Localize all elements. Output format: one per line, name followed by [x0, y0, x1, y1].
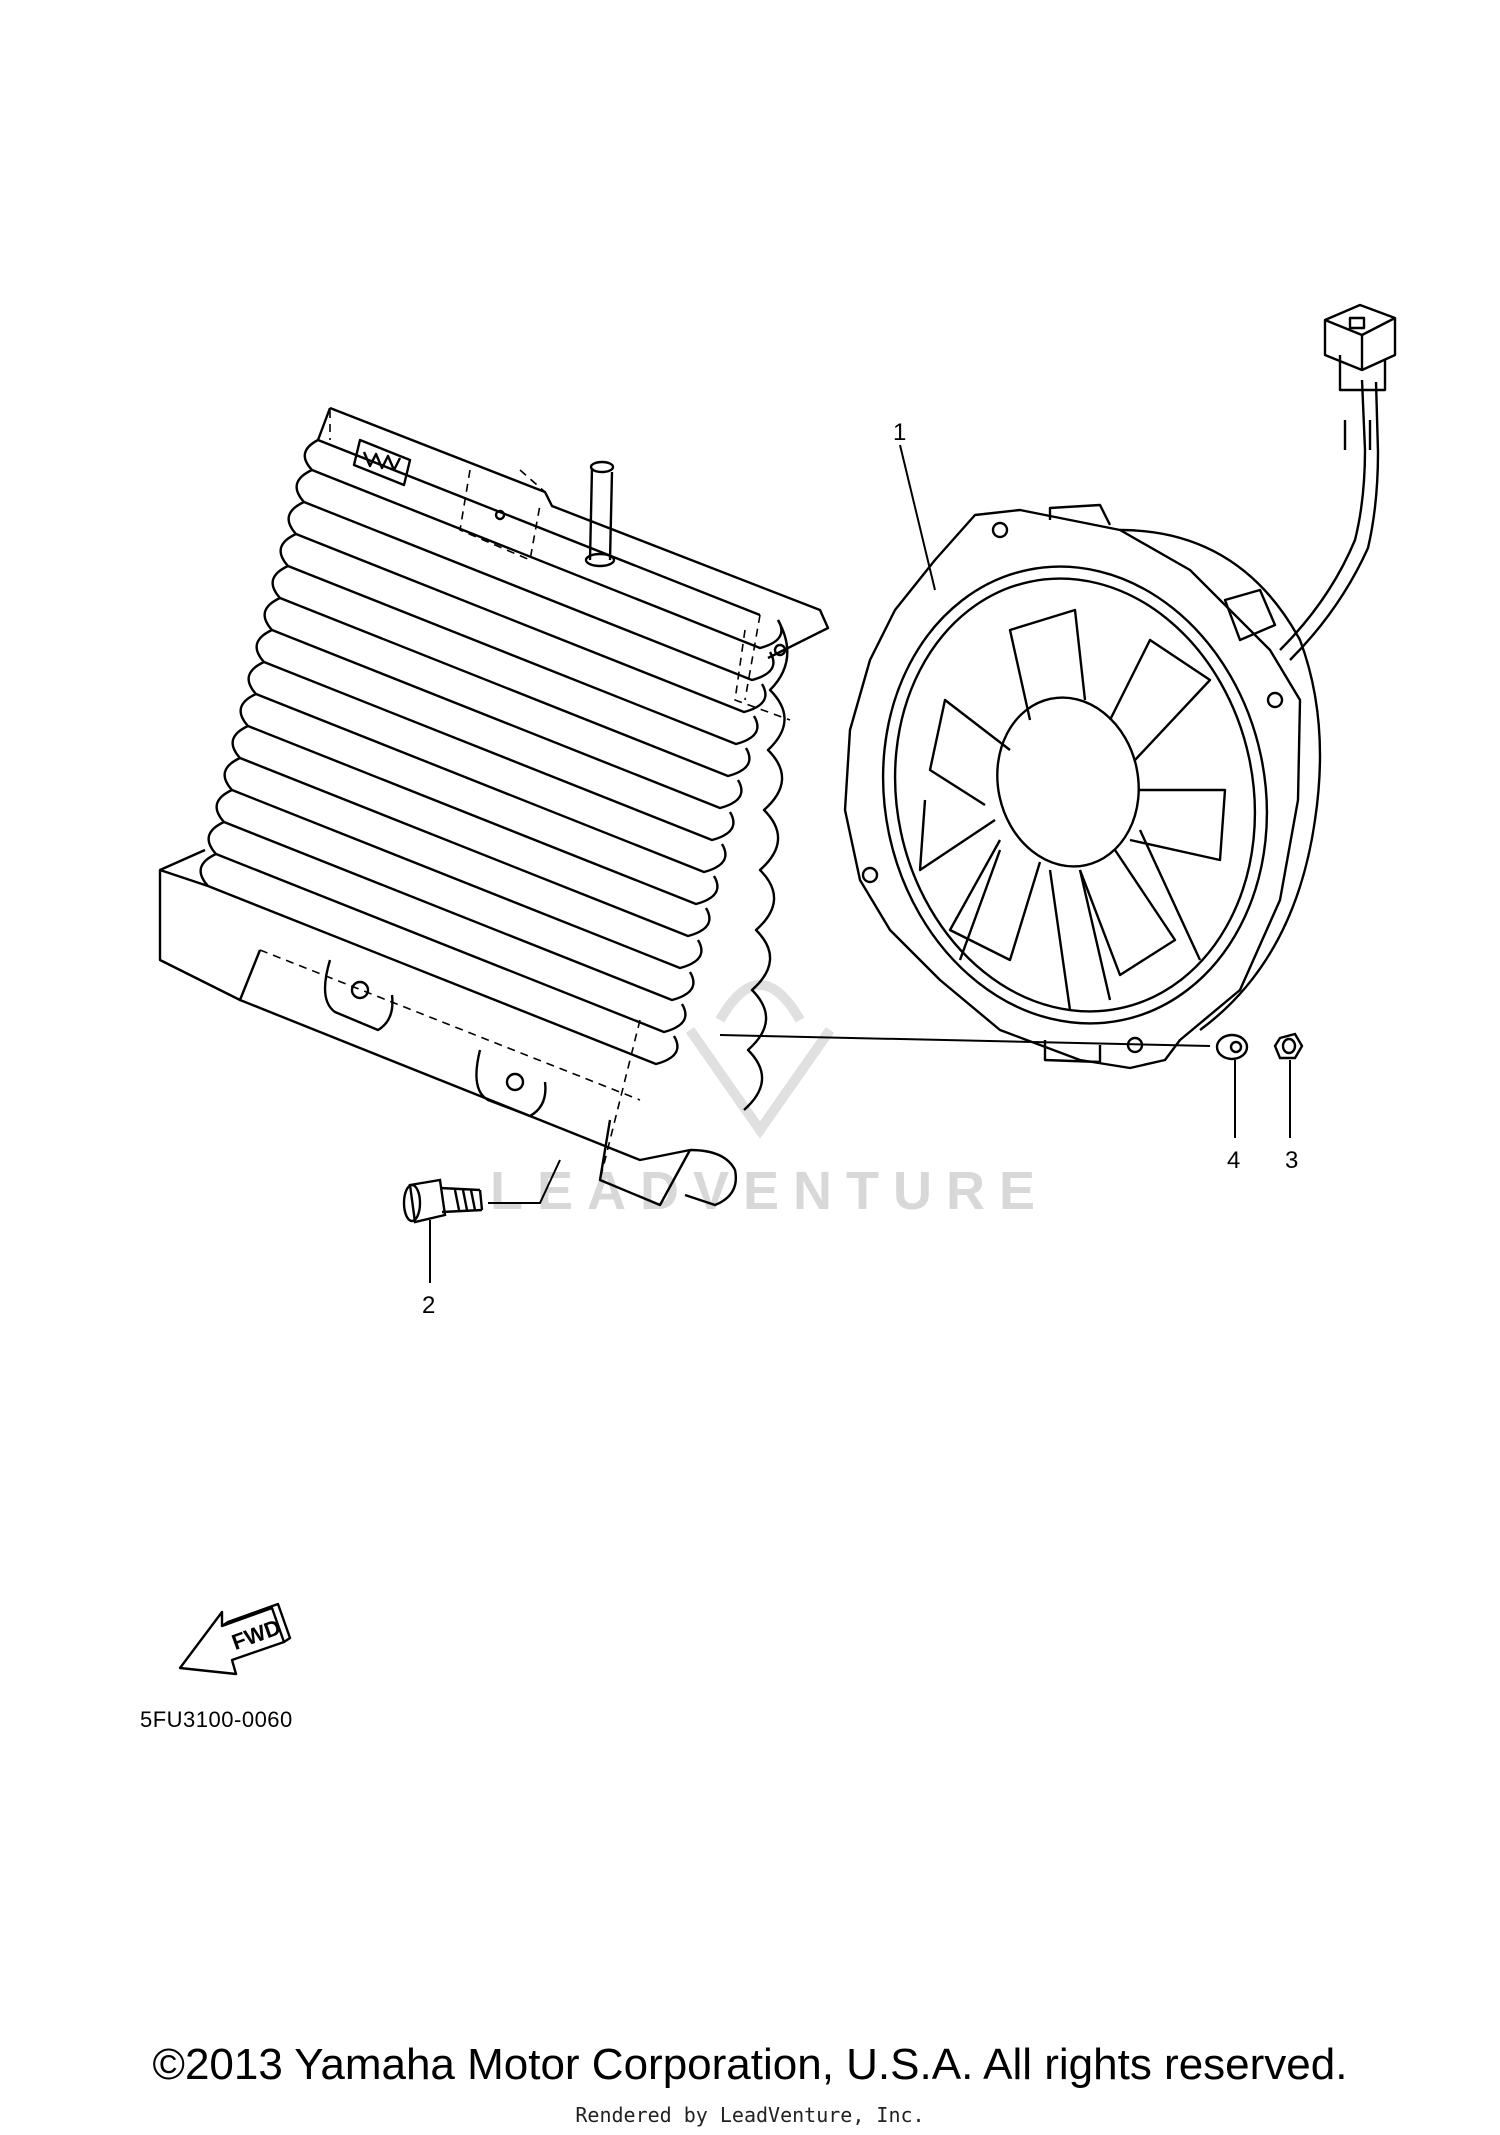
- leader-lines: [429, 444, 1291, 1283]
- callout-1: 1: [893, 419, 906, 446]
- cooling-fan-assembly: [843, 303, 1397, 1070]
- diagram-code: 5FU3100-0060: [140, 1707, 293, 1732]
- copyright-notice: ©2013 Yamaha Motor Corporation, U.S.A. A…: [152, 2040, 1348, 2089]
- callout-2: 2: [422, 1292, 435, 1319]
- callout-4: 4: [1227, 1147, 1240, 1174]
- rendered-by-credit: Rendered by LeadVenture, Inc.: [575, 2103, 925, 2127]
- oil-cooler-radiator: [158, 406, 830, 1207]
- watermark-text: LEADVENTURE: [490, 1161, 1050, 1221]
- fwd-arrow-icon: FWD: [178, 1602, 292, 1676]
- washer-part-4: [1215, 1033, 1249, 1061]
- watermark-logo: [685, 980, 835, 1139]
- callout-3: 3: [1285, 1147, 1298, 1174]
- bolt-part-2: [402, 1178, 484, 1224]
- nut-part-3: [1273, 1032, 1304, 1060]
